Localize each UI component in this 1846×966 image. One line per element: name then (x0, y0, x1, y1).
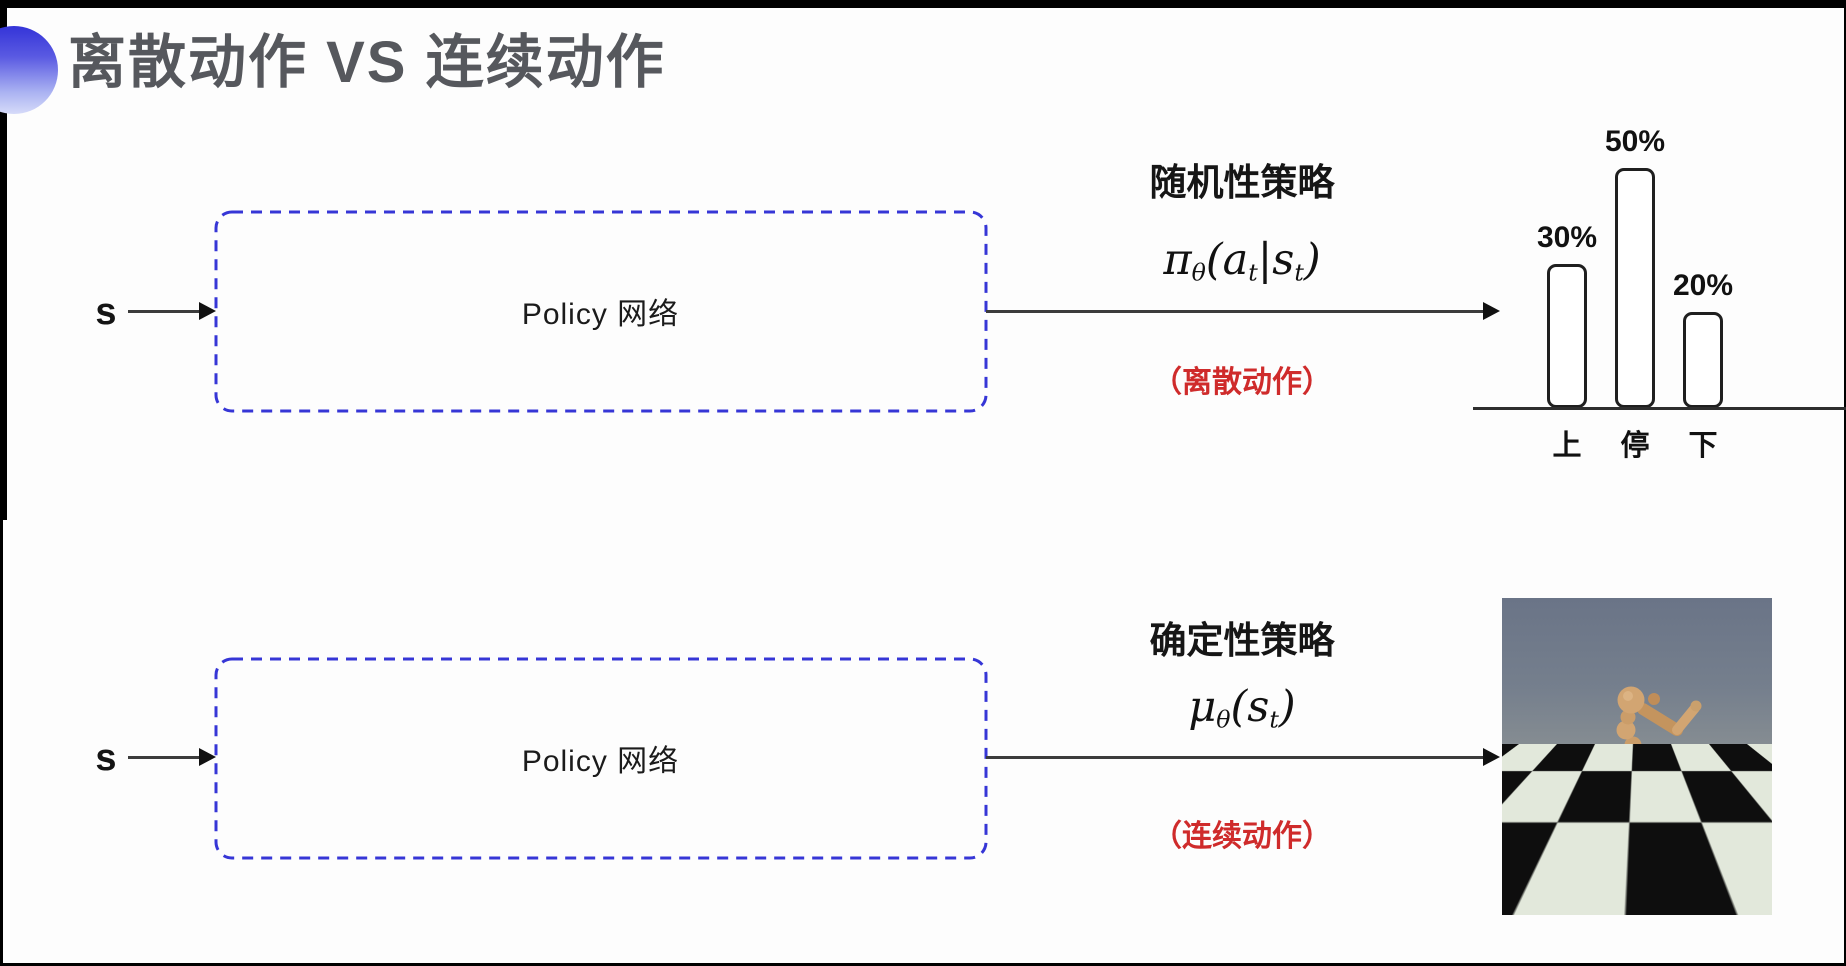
bar-value-label: 50% (1604, 125, 1666, 158)
bar-value-label: 20% (1672, 269, 1734, 302)
bar-value-label: 30% (1536, 221, 1598, 254)
output-arrow-head-2 (1483, 748, 1500, 766)
probability-bar-chart: 30% 50% 20% 上 停 下 (1473, 118, 1846, 462)
formula1-open: (a (1205, 235, 1249, 285)
formula1-theta-sub: θ (1191, 258, 1206, 287)
input-arrow-line-2 (128, 756, 202, 759)
frame-left-border-thin (0, 0, 3, 966)
policy-type-label-2: 确定性策略 (1149, 620, 1335, 661)
input-arrow-head-1 (199, 302, 216, 320)
formula2-t-sub: t (1269, 705, 1279, 734)
deterministic-policy-formula: μθ(st) (1082, 681, 1402, 746)
formula2-symbol: μ (1188, 682, 1217, 732)
frame-bottom-border (0, 963, 1846, 966)
formula1-close: ) (1303, 235, 1321, 285)
policy-network-label-2: Policy 网络 (521, 745, 680, 778)
frame-right-border (1844, 0, 1846, 966)
bullet-ball-icon (0, 26, 58, 114)
humanoid-simulation-image (1502, 598, 1772, 915)
input-arrow-line-1 (128, 310, 202, 313)
output-arrow-line-2 (986, 756, 1484, 759)
input-arrow-head-2 (199, 748, 216, 766)
formula1-symbol: π (1163, 235, 1192, 285)
bar-category-label: 上 (1552, 430, 1582, 462)
bar-down (1683, 312, 1723, 408)
bar-category-label: 停 (1620, 430, 1650, 462)
sky-background (1502, 598, 1772, 748)
floor-shadow-streak (1582, 826, 1652, 832)
frame-left-border (0, 0, 7, 520)
state-input-label-1: s (95, 291, 117, 333)
bar-stop (1615, 168, 1655, 408)
formula2-close: ) (1278, 682, 1296, 732)
formula1-t-sub-a: t (1248, 258, 1258, 287)
action-type-note-1: （离散动作） (1152, 366, 1332, 399)
formula2-theta-sub: θ (1216, 705, 1231, 734)
formula2-open: (s (1230, 682, 1270, 732)
formula1-bar-s: |s (1257, 235, 1295, 285)
page-title: 离散动作 VS 连续动作 (68, 30, 666, 95)
bar-category-label: 下 (1688, 430, 1718, 462)
policy-type-label-1: 随机性策略 (1149, 162, 1335, 203)
stochastic-policy-formula: πθ(at|st) (1082, 234, 1402, 299)
chart-baseline (1473, 407, 1846, 410)
frame-top-border (0, 0, 1846, 8)
formula1-t-sub-s: t (1294, 258, 1304, 287)
action-type-note-2: （连续动作） (1152, 820, 1332, 853)
policy-network-label-1: Policy 网络 (521, 298, 680, 331)
humanoid-figure-icon (1603, 686, 1702, 853)
bar-up (1547, 264, 1587, 408)
output-arrow-head-1 (1483, 302, 1500, 320)
state-input-label-2: s (95, 737, 117, 779)
output-arrow-line-1 (986, 310, 1484, 313)
